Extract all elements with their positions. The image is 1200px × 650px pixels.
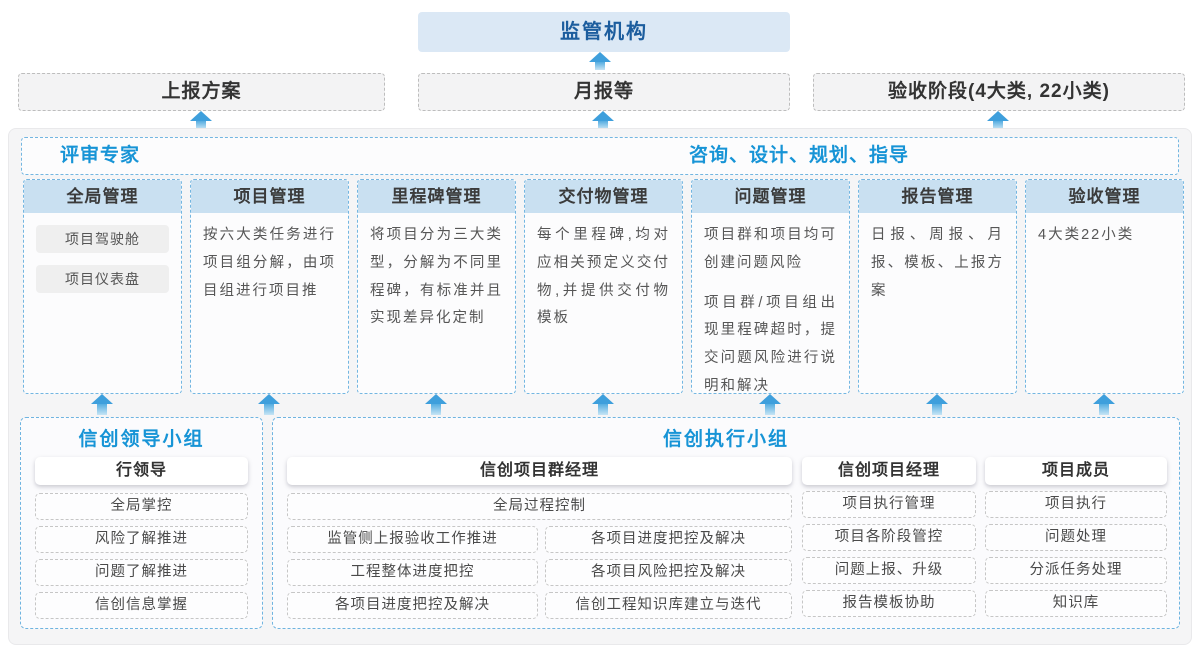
- subgroup-project-members: 项目成员 项目执行 问题处理 分派任务处理 知识库: [985, 457, 1167, 617]
- dashed-item: 问题了解推进: [35, 559, 248, 586]
- dashed-item: 信创工程知识库建立与迭代: [545, 592, 792, 619]
- issue-paragraph-1: 项目群和项目均可创建问题风险: [704, 227, 837, 271]
- column-header: 交付物管理: [525, 180, 682, 213]
- dashed-item: 各项目进度把控及解决: [287, 592, 538, 619]
- column-milestone-management: 里程碑管理 将项目分为三大类型，分解为不同里程碑，有标准并且实现差异化定制: [357, 179, 516, 394]
- up-arrow-icon: [592, 394, 614, 415]
- role-box-bank-leaders: 行领导: [35, 457, 248, 485]
- role-box-program-manager: 信创项目群经理: [287, 457, 792, 485]
- column-body-text: 每个里程碑,均对应相关预定义交付物,并提供交付物模板: [537, 227, 670, 327]
- up-arrow-icon: [926, 394, 948, 415]
- band-label-consulting: 咨询、设计、规划、指导: [689, 145, 910, 166]
- up-arrow-icon: [987, 111, 1009, 129]
- dashed-item: 全局过程控制: [287, 493, 792, 520]
- column-body-text: 按六大类任务进行项目组分解，由项目组进行项目推: [203, 227, 336, 299]
- column-header: 验收管理: [1026, 180, 1183, 213]
- issue-paragraph-2: 项目群/项目组出现里程碑超时，提交问题风险进行说明和解决: [704, 294, 837, 394]
- up-arrow-icon: [759, 394, 781, 415]
- up-arrow-icon: [592, 111, 614, 129]
- up-arrow-icon: [91, 394, 113, 415]
- up-arrow-icon: [1093, 394, 1115, 415]
- item-chip-project-dashboard: 项目仪表盘: [36, 265, 169, 293]
- group-leadership-team: 信创领导小组 行领导 全局掌控 风险了解推进 问题了解推进 信创信息掌握: [20, 417, 263, 629]
- group-execution-team: 信创执行小组 信创项目群经理 全局过程控制 监管侧上报验收工作推进 各项目进度把…: [272, 417, 1180, 629]
- column-header: 项目管理: [191, 180, 348, 213]
- dashed-item: 工程整体进度把控: [287, 559, 538, 586]
- column-deliverable-management: 交付物管理 每个里程碑,均对应相关预定义交付物,并提供交付物模板: [524, 179, 683, 394]
- column-header: 全局管理: [24, 180, 181, 213]
- role-box-project-manager: 信创项目经理: [802, 457, 976, 485]
- main-panel: 评审专家 咨询、设计、规划、指导 全局管理 项目驾驶舱 项目仪表盘 项目管理 按…: [8, 128, 1192, 645]
- report-box-monthly: 月报等: [418, 73, 790, 111]
- column-body-text: 项目群和项目均可创建问题风险 项目群/项目组出现里程碑超时，提交问题风险进行说明…: [692, 213, 849, 394]
- dashed-item: 问题处理: [985, 524, 1167, 551]
- column-header: 报告管理: [859, 180, 1016, 213]
- dashed-item: 全局掌控: [35, 493, 248, 520]
- subgroup-program-manager: 信创项目群经理 全局过程控制 监管侧上报验收工作推进 各项目进度把控及解决 工程…: [287, 457, 792, 619]
- role-box-project-members: 项目成员: [985, 457, 1167, 485]
- regulator-box: 监管机构: [418, 12, 790, 52]
- dashed-item: 分派任务处理: [985, 557, 1167, 584]
- experts-band: 评审专家 咨询、设计、规划、指导: [21, 137, 1179, 175]
- item-chip-project-cockpit: 项目驾驶舱: [36, 225, 169, 253]
- column-acceptance-management: 验收管理 4大类22小类: [1025, 179, 1184, 394]
- dashed-item: 各项目风险把控及解决: [545, 559, 792, 586]
- column-project-management: 项目管理 按六大类任务进行项目组分解，由项目组进行项目推: [190, 179, 349, 394]
- column-body-text: 日报、周报、月报、模板、上报方案: [871, 227, 1004, 299]
- up-arrow-icon: [190, 111, 212, 129]
- dashed-item: 信创信息掌握: [35, 592, 248, 619]
- column-body-text: 4大类22小类: [1038, 227, 1135, 243]
- group-title: 信创执行小组: [662, 429, 789, 450]
- dashed-item: 风险了解推进: [35, 526, 248, 553]
- up-arrow-icon: [258, 394, 280, 415]
- up-arrow-icon: [589, 52, 611, 70]
- column-header: 里程碑管理: [358, 180, 515, 213]
- column-header: 问题管理: [692, 180, 849, 213]
- column-report-management: 报告管理 日报、周报、月报、模板、上报方案: [858, 179, 1017, 394]
- up-arrow-icon: [425, 394, 447, 415]
- column-issue-management: 问题管理 项目群和项目均可创建问题风险 项目群/项目组出现里程碑超时，提交问题风…: [691, 179, 850, 394]
- dashed-item: 项目执行: [985, 491, 1167, 518]
- dashed-item: 各项目进度把控及解决: [545, 526, 792, 553]
- column-body-text: 将项目分为三大类型，分解为不同里程碑，有标准并且实现差异化定制: [370, 227, 503, 327]
- subgroup-project-manager: 信创项目经理 项目执行管理 项目各阶段管控 问题上报、升级 报告模板协助: [802, 457, 976, 617]
- dashed-item: 报告模板协助: [802, 590, 976, 617]
- dashed-item: 监管侧上报验收工作推进: [287, 526, 538, 553]
- report-box-acceptance: 验收阶段(4大类, 22小类): [813, 73, 1185, 111]
- dashed-item: 知识库: [985, 590, 1167, 617]
- dashed-item: 项目各阶段管控: [802, 524, 976, 551]
- dashed-item: 项目执行管理: [802, 491, 976, 518]
- report-box-plan: 上报方案: [18, 73, 385, 111]
- band-label-review-experts: 评审专家: [60, 145, 141, 166]
- column-global-management: 全局管理 项目驾驶舱 项目仪表盘: [23, 179, 182, 394]
- dashed-item: 问题上报、升级: [802, 557, 976, 584]
- group-title: 信创领导小组: [78, 429, 205, 450]
